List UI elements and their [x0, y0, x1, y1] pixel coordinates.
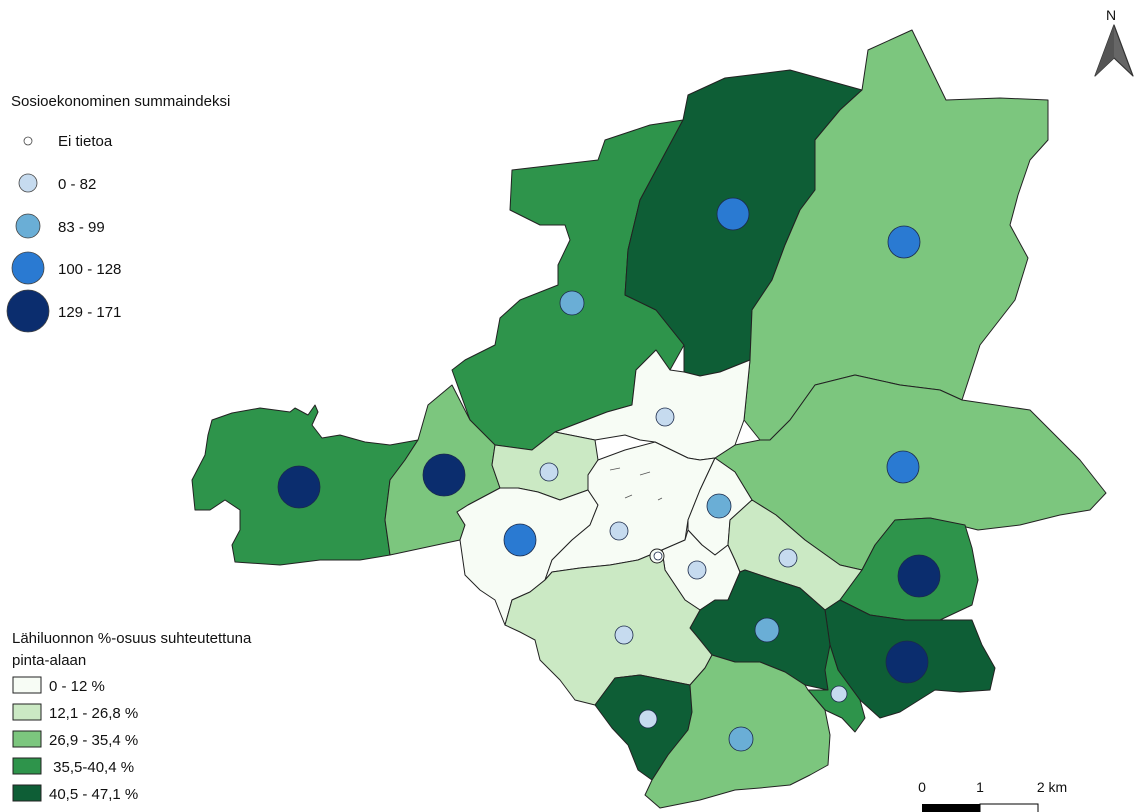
scale-bar-segment-black	[922, 804, 980, 812]
circle-legend-label-0: Ei tietoa	[58, 133, 113, 150]
dot-center	[609, 521, 629, 541]
scale-bar-label-1: 1	[976, 779, 984, 795]
fill-legend-label-2: 26,9 - 35,4 %	[49, 732, 138, 749]
dots-layer	[277, 197, 941, 752]
circle-legend-label-2: 83 - 99	[58, 219, 105, 236]
scale-bar: 0 1 2 km	[918, 779, 1067, 812]
dot-center-south-west	[503, 523, 537, 557]
fill-legend-label-3: 35,5-40,4 %	[49, 759, 134, 776]
circle-legend: Sosioekonominen summaindeksi Ei tietoa 0…	[6, 93, 230, 333]
circle-legend-title: Sosioekonominen summaindeksi	[11, 93, 230, 110]
dot-south-small	[830, 685, 848, 703]
fill-legend-swatch-4	[12, 784, 42, 802]
dot-north-central	[716, 197, 750, 231]
scale-bar-segment-white	[979, 803, 1039, 812]
dot-east	[886, 450, 920, 484]
circle-legend-label-3: 100 - 128	[58, 261, 121, 278]
dot-northeast	[887, 225, 921, 259]
dot-center-tiny	[653, 551, 663, 561]
fill-legend: Lähiluonnon %-osuus suhteutettuna pinta-…	[12, 630, 252, 803]
fill-legend-label-1: 12,1 - 26,8 %	[49, 705, 138, 722]
fill-legend-title-line1: Lähiluonnon %-osuus suhteutettuna	[12, 630, 252, 647]
north-arrow-shade	[1095, 25, 1114, 76]
scale-bar-label-0: 0	[918, 779, 926, 795]
circle-legend-symbol-4	[6, 289, 50, 333]
inner-boundary-line	[609, 467, 663, 501]
fill-legend-title-line2: pinta-alaan	[12, 652, 86, 669]
north-arrow-label: N	[1106, 7, 1116, 23]
fill-legend-label-4: 40,5 - 47,1 %	[49, 786, 138, 803]
dot-southeast-2	[885, 640, 929, 684]
dot-southeast-1	[897, 554, 941, 598]
dot-center-south	[687, 560, 707, 580]
circle-legend-symbol-0	[23, 136, 33, 146]
scale-bar-label-2: 2 km	[1037, 779, 1067, 795]
fill-legend-swatch-3	[12, 757, 42, 775]
north-arrow: N	[1094, 7, 1134, 77]
fill-legend-swatch-2	[12, 730, 42, 748]
dot-west	[422, 453, 466, 497]
area-center-north	[554, 349, 751, 461]
circle-legend-symbol-3	[11, 251, 45, 285]
circle-legend-label-1: 0 - 82	[58, 176, 96, 193]
circle-legend-label-4: 129 - 171	[58, 304, 121, 321]
fill-legend-swatch-1	[12, 703, 42, 721]
dot-center-east	[706, 493, 732, 519]
dot-far-west	[277, 465, 321, 509]
dot-east-south-light	[778, 548, 798, 568]
dot-south-dark	[638, 709, 658, 729]
dot-south-central	[754, 617, 780, 643]
circle-legend-symbol-1	[18, 173, 38, 193]
regions-layer	[191, 29, 1107, 809]
dot-south	[728, 726, 754, 752]
dot-northwest	[559, 290, 585, 316]
dot-south-west	[614, 625, 634, 645]
dot-center-west-small	[539, 462, 559, 482]
circle-legend-symbol-2	[15, 213, 41, 239]
fill-legend-label-0: 0 - 12 %	[49, 678, 105, 695]
fill-legend-swatch-0	[12, 676, 42, 694]
dot-center-north	[655, 407, 675, 427]
area-south-west	[504, 549, 713, 706]
